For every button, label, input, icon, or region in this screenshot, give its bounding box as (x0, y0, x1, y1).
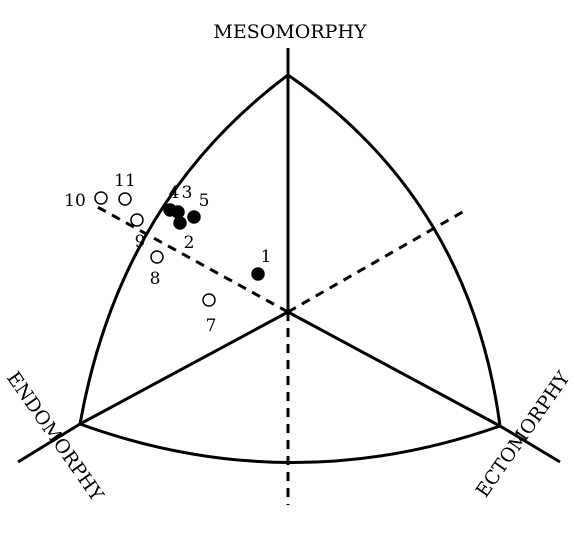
axis-line-right (287, 310, 501, 428)
dashed-line-right (287, 208, 467, 314)
data-point-10 (94, 191, 108, 205)
point-label-7: 7 (206, 316, 217, 336)
point-label-10: 10 (64, 191, 86, 211)
data-point-5 (187, 210, 201, 224)
data-point-9 (130, 213, 144, 227)
point-label-11: 11 (114, 171, 136, 191)
corner-tick-right (499, 424, 561, 464)
point-label-5: 5 (199, 191, 210, 211)
data-point-8 (150, 250, 164, 264)
point-label-3: 3 (182, 183, 193, 203)
dashed-line-left (91, 202, 289, 314)
point-label-9: 9 (135, 232, 146, 252)
data-point-11 (118, 192, 132, 206)
data-point-1 (251, 267, 265, 281)
corner-tick-left (17, 422, 81, 464)
axis-title-left: ENDOMORPHY (2, 368, 108, 506)
data-points (94, 191, 265, 307)
point-label-2: 2 (184, 233, 195, 253)
data-point-4 (163, 203, 177, 217)
axis-title-top: MESOMORPHY (213, 21, 367, 43)
axis-title-right: ECTOMORPHY (472, 367, 575, 501)
data-point-labels: 1 2 3 4 5 7 8 9 10 11 (64, 171, 271, 336)
data-point-2 (173, 216, 187, 230)
point-label-8: 8 (150, 269, 161, 289)
point-label-1: 1 (261, 247, 272, 267)
data-point-7 (202, 293, 216, 307)
chart-outline (78, 73, 502, 464)
point-label-4: 4 (169, 183, 180, 203)
axis-line-left (79, 310, 289, 426)
